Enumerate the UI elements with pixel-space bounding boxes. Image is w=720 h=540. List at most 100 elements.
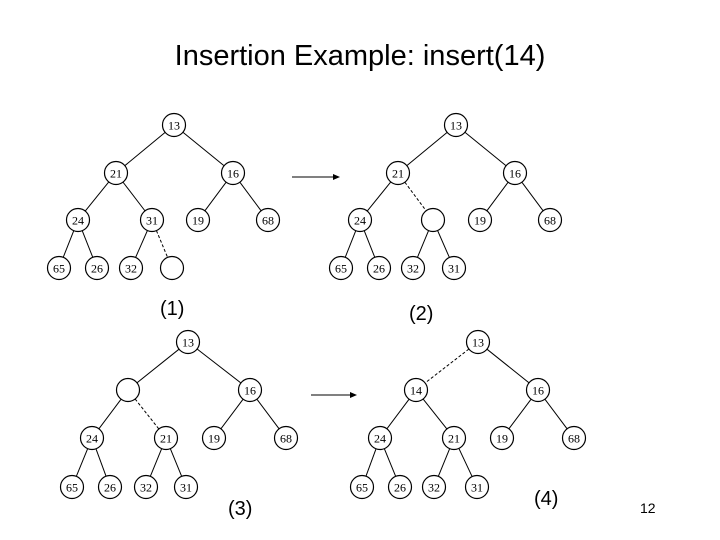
- tree-node: 13: [161, 112, 187, 138]
- tree-edge: [406, 131, 448, 167]
- node-label: 21: [448, 432, 460, 446]
- node-label: 14: [410, 384, 422, 398]
- node-label: 68: [280, 432, 292, 446]
- node-label: 24: [72, 214, 84, 228]
- tree-edge: [98, 398, 122, 430]
- tree-edge: [464, 131, 507, 167]
- node-label: 31: [471, 481, 483, 495]
- node-label: 32: [125, 262, 137, 276]
- tree-node: 16: [525, 377, 551, 403]
- tree-node: 68: [273, 425, 299, 451]
- tree-node: 26: [97, 474, 123, 500]
- tree-edge: [424, 348, 470, 384]
- tree-edge: [84, 181, 110, 212]
- tree-4: 13 14 16 24 21 19 68 65 26 32 31: [349, 329, 587, 500]
- tree-node: 13: [175, 329, 201, 355]
- tree-edge: [95, 448, 107, 477]
- tree-edge: [416, 230, 430, 258]
- node-label: 24: [86, 432, 98, 446]
- tree-edge: [437, 448, 451, 477]
- node-label: 13: [450, 119, 462, 133]
- tree-node: 24: [347, 207, 373, 233]
- node-label: 68: [544, 214, 556, 228]
- tree-edge: [386, 398, 410, 430]
- tree-edge: [422, 398, 448, 430]
- tree-node: 21: [103, 160, 129, 186]
- tree-edge: [136, 348, 180, 384]
- empty-hole-node: [115, 377, 141, 403]
- node-label: 26: [104, 481, 116, 495]
- tree-node: 65: [59, 474, 85, 500]
- node-label: 19: [496, 432, 508, 446]
- tree-node: 21: [385, 160, 411, 186]
- tree-edge: [544, 398, 568, 430]
- tree-edge: [204, 181, 227, 212]
- node-label: 31: [146, 214, 158, 228]
- tree-node: 19: [489, 425, 515, 451]
- tree-node: 26: [387, 474, 413, 500]
- tree-edge: [363, 230, 376, 258]
- tree-node: 24: [65, 207, 91, 233]
- node-label: 16: [509, 167, 521, 181]
- tree-edge: [62, 230, 75, 258]
- node-label: 16: [227, 167, 239, 181]
- tree-node: 16: [237, 377, 263, 403]
- page-number: 12: [640, 500, 656, 516]
- node-label: 16: [532, 384, 544, 398]
- tree-node: 24: [367, 425, 393, 451]
- node-label: 21: [160, 432, 172, 446]
- node-label: 19: [474, 214, 486, 228]
- node-label: 26: [91, 262, 103, 276]
- tree-edge: [508, 398, 532, 430]
- tree-node: 21: [153, 425, 179, 451]
- tree-edge: [135, 230, 148, 258]
- tree-node: 32: [400, 255, 426, 281]
- tree-3: 13 16 24 21 19 68 65 26 32 31: [59, 329, 299, 500]
- node-label: 31: [180, 481, 192, 495]
- tree-edge: [383, 448, 397, 477]
- tree-edge: [124, 131, 166, 167]
- node-label: 21: [110, 167, 122, 181]
- tree-node: 65: [46, 255, 72, 281]
- tree-node: 19: [201, 425, 227, 451]
- node-label: 16: [244, 384, 256, 398]
- tree-node: 19: [185, 207, 211, 233]
- tree-node: 32: [118, 255, 144, 281]
- tree-edge: [366, 181, 392, 212]
- tree-node: 32: [421, 474, 447, 500]
- node-label: 26: [373, 262, 385, 276]
- tree-edge: [220, 398, 244, 430]
- tree-edge: [182, 131, 225, 167]
- tree-node: 68: [561, 425, 587, 451]
- node-label: 32: [407, 262, 419, 276]
- tree-edge: [486, 348, 530, 384]
- tree-node: 31: [173, 474, 199, 500]
- arrow-bottom: [311, 392, 357, 398]
- tree-node: 26: [366, 255, 392, 281]
- tree-edge: [75, 448, 89, 477]
- node-label: 68: [262, 214, 274, 228]
- node-label: 13: [168, 119, 180, 133]
- tree-edge: [486, 181, 509, 212]
- node-label: 65: [356, 481, 368, 495]
- empty-hole-node: [420, 207, 446, 233]
- node-label: 26: [394, 481, 406, 495]
- tree-node: 13: [465, 329, 491, 355]
- slide-title: Insertion Example: insert(14): [174, 40, 546, 72]
- tree-node: 68: [255, 207, 281, 233]
- tree-edge: [404, 181, 427, 212]
- tree-node: 31: [139, 207, 165, 233]
- tree-node: 32: [133, 474, 159, 500]
- tree-node: 16: [502, 160, 528, 186]
- node-label: 24: [374, 432, 386, 446]
- tree-edge: [169, 448, 183, 477]
- tree-node: 31: [464, 474, 490, 500]
- node-label: 13: [182, 336, 194, 350]
- node-label: 65: [335, 262, 347, 276]
- tree-edge: [365, 448, 377, 477]
- caption-4: (4): [534, 488, 559, 510]
- node-label: 65: [53, 262, 65, 276]
- node-label: 19: [192, 214, 204, 228]
